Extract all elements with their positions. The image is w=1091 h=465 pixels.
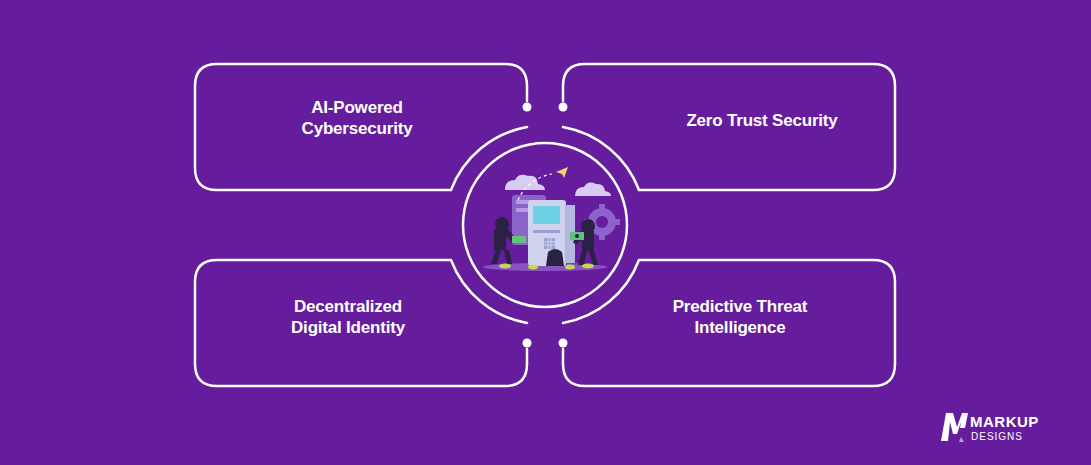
box-title: Decentralized Digital Identity [282, 296, 414, 338]
feature-box: AI-Powered Cybersecurity [189, 58, 533, 196]
connector-dot [559, 103, 568, 112]
connector-dot [559, 339, 568, 348]
connector-dot [523, 339, 532, 348]
box-border [563, 260, 895, 386]
logo-text: DESIGNS [971, 431, 1023, 442]
atm-robbery-illustration [483, 167, 620, 271]
box-border [563, 64, 895, 190]
center-ring [463, 143, 627, 307]
connector-dot [523, 103, 532, 112]
feature-box: Predictive Threat Intelligence [557, 254, 901, 392]
box-title: Zero Trust Security [652, 110, 872, 131]
feature-box: Decentralized Digital Identity [189, 254, 533, 392]
box-title: AI-Powered Cybersecurity [291, 97, 423, 139]
logo-text: MARKUP [970, 413, 1039, 430]
box-title: Predictive Threat Intelligence [654, 296, 826, 338]
box-border [195, 260, 527, 386]
box-border [195, 64, 527, 190]
logo-mark [941, 413, 968, 442]
feature-box: Zero Trust Security [557, 58, 901, 196]
